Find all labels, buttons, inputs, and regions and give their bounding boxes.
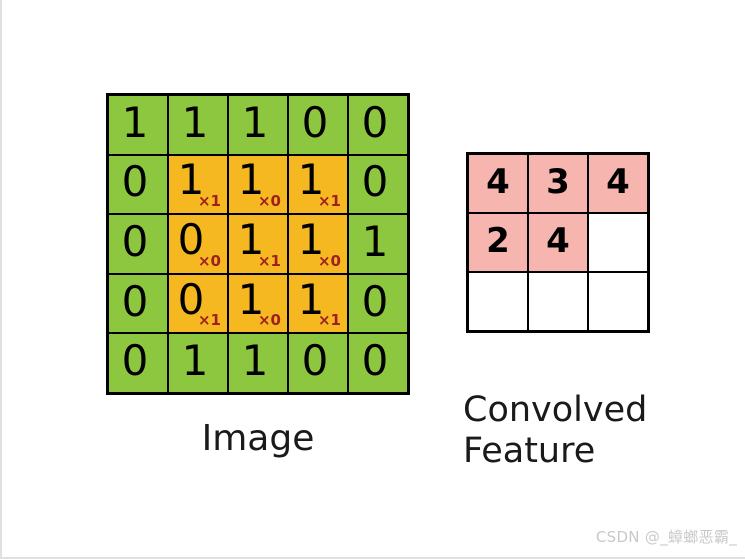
feature-cell-value: 4 [486,161,510,202]
kernel-weight-subscript: ×0 [197,251,221,270]
image-cell-value: 0 [361,157,389,207]
image-cell: 1 [229,334,287,392]
feature-cell-filled: 4 [589,155,647,212]
image-cell-value: 0 [177,274,205,324]
image-cell: 0 [349,274,407,333]
image-cell-value: 1 [241,336,269,386]
image-cell-value: 1 [181,336,209,386]
feature-cell-empty [529,273,587,330]
image-cell-value: 0 [121,336,149,386]
image-cell: 1 [169,334,227,392]
image-cell-kernel: 1×0 [289,215,347,273]
image-cell-value: 0 [177,214,205,264]
image-cell-kernel: 1×0 [229,155,287,214]
feature-cell-value: 2 [486,220,510,261]
feature-cell-value: 4 [606,161,630,202]
image-cell: 0 [109,215,167,273]
kernel-weight-subscript: ×1 [317,192,341,211]
convolved-feature-caption-line1: Convolved [463,390,648,430]
image-cell: 0 [349,96,407,154]
image-cell-value: 0 [121,276,149,326]
image-cell-kernel: 0×0 [169,215,227,273]
image-cell-value: 0 [361,336,389,386]
image-cell-value: 1 [297,214,325,264]
image-cell: 0 [109,274,167,333]
image-cell: 0 [349,155,407,214]
feature-cell-value: 3 [546,161,570,202]
image-cell-value: 0 [301,97,329,147]
kernel-weight-subscript: ×0 [257,311,281,330]
image-cell: 0 [289,96,347,154]
image-cell: 0 [109,155,167,214]
image-cell-kernel: 1×1 [169,155,227,214]
image-cell-value: 0 [361,97,389,147]
image-cell-value: 1 [181,97,209,147]
feature-cell-value: 4 [546,220,570,261]
image-cell: 1 [109,96,167,154]
kernel-weight-subscript: ×1 [197,311,221,330]
feature-cell-filled: 4 [469,155,527,212]
csdn-watermark: CSDN @_蟑螂恶霸_ [595,528,737,546]
image-cell-value: 1 [237,155,265,205]
image-cell: 1 [229,96,287,154]
feature-cell-filled: 2 [469,214,527,271]
image-cell: 0 [349,334,407,392]
kernel-weight-subscript: ×0 [317,251,341,270]
image-cell-value: 1 [297,155,325,205]
image-matrix-caption: Image [201,418,315,459]
feature-cell-empty [589,214,647,271]
image-cell-kernel: 1×1 [229,215,287,273]
image-cell-value: 0 [301,336,329,386]
image-cell: 1 [169,96,227,154]
image-cell-value: 1 [121,97,149,147]
image-cell: 1 [349,215,407,273]
image-cell-kernel: 1×1 [289,274,347,333]
image-cell-value: 1 [177,155,205,205]
image-cell-kernel: 1×0 [229,274,287,333]
image-cell: 0 [289,334,347,392]
image-cell-value: 1 [237,214,265,264]
image-cell-kernel: 0×1 [169,274,227,333]
image-cell-value: 0 [121,216,149,266]
image-cell-value: 0 [121,157,149,207]
convolved-feature-caption: Convolved Feature [463,390,703,473]
image-cell-value: 1 [297,274,325,324]
feature-cell-empty [589,273,647,330]
kernel-weight-subscript: ×1 [317,311,341,330]
kernel-weight-subscript: ×1 [197,192,221,211]
kernel-weight-subscript: ×1 [257,251,281,270]
image-cell-kernel: 1×1 [289,155,347,214]
image-cell-value: 1 [361,216,389,266]
feature-cell-filled: 4 [529,214,587,271]
image-cell-value: 0 [361,276,389,326]
kernel-weight-subscript: ×0 [257,192,281,211]
image-cell: 0 [109,334,167,392]
image-cell-value: 1 [241,97,269,147]
image-cell-value: 1 [237,274,265,324]
feature-cell-empty [469,273,527,330]
feature-cell-filled: 3 [529,155,587,212]
convolved-feature-caption-line2: Feature [463,431,596,472]
